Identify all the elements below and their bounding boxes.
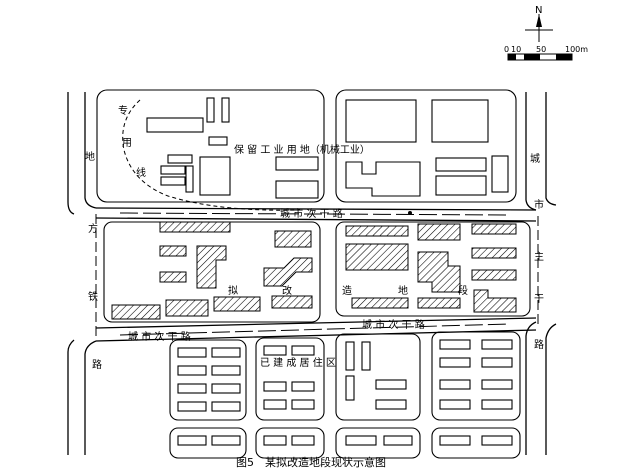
residential-blocks-bottom-row	[169, 427, 521, 459]
special-line-label-1: 专	[118, 104, 128, 117]
right-road-label-4: 路	[534, 338, 544, 351]
residential-block-right	[431, 331, 521, 421]
residential-block-mid-left	[255, 337, 325, 421]
left-road-label-1: 方	[88, 222, 98, 235]
residential-block-left	[169, 339, 247, 421]
residential-label: 已 建 成 居 住 区	[260, 356, 336, 369]
secondary-road-label-bottom-right: 城 市 次 干 路	[362, 318, 425, 331]
left-road-label-2: 铁	[88, 290, 98, 303]
site-label-4: 地	[398, 284, 408, 297]
site-label-3: 造	[342, 284, 352, 297]
site-label-5: 段	[458, 284, 468, 297]
right-road-label-1: 市	[534, 198, 544, 211]
scale-label-0: 0	[504, 45, 509, 54]
scale-label-100m: 100m	[565, 45, 588, 54]
industrial-block-right	[335, 89, 517, 203]
scale-bar	[507, 53, 573, 61]
figure-caption: 图5 某拟改造地段现状示意图	[236, 455, 386, 469]
left-road-label-3: 路	[92, 358, 102, 371]
site-label-2: 改	[282, 284, 292, 297]
special-line-label-2: 用	[122, 138, 132, 149]
scale-label-50: 50	[536, 45, 546, 54]
renewal-site-right-block	[335, 221, 531, 317]
road-network	[67, 92, 557, 455]
industrial-block-left	[96, 89, 325, 203]
right-road-label-2: 主	[534, 251, 544, 263]
secondary-road-label-top: 城 市 次 干 路	[280, 207, 343, 220]
site-label-1: 拟	[228, 284, 238, 297]
retained-industrial-label: 保 留 工 业 用 地（机械工业）	[234, 143, 370, 156]
secondary-road-label-bottom-left: 城 市 次 干 路	[128, 330, 191, 343]
special-line-label-3: 线	[136, 166, 146, 179]
scale-label-10: 10	[511, 45, 521, 54]
left-road-label-upper: 地	[85, 150, 95, 163]
north-arrow-icon	[525, 14, 553, 42]
right-road-label-upper: 城	[530, 153, 540, 165]
renewal-site-left-block	[103, 221, 321, 323]
north-label: N	[535, 5, 542, 16]
residential-block-mid-right	[335, 333, 421, 421]
right-road-label-3: 干	[534, 294, 544, 305]
